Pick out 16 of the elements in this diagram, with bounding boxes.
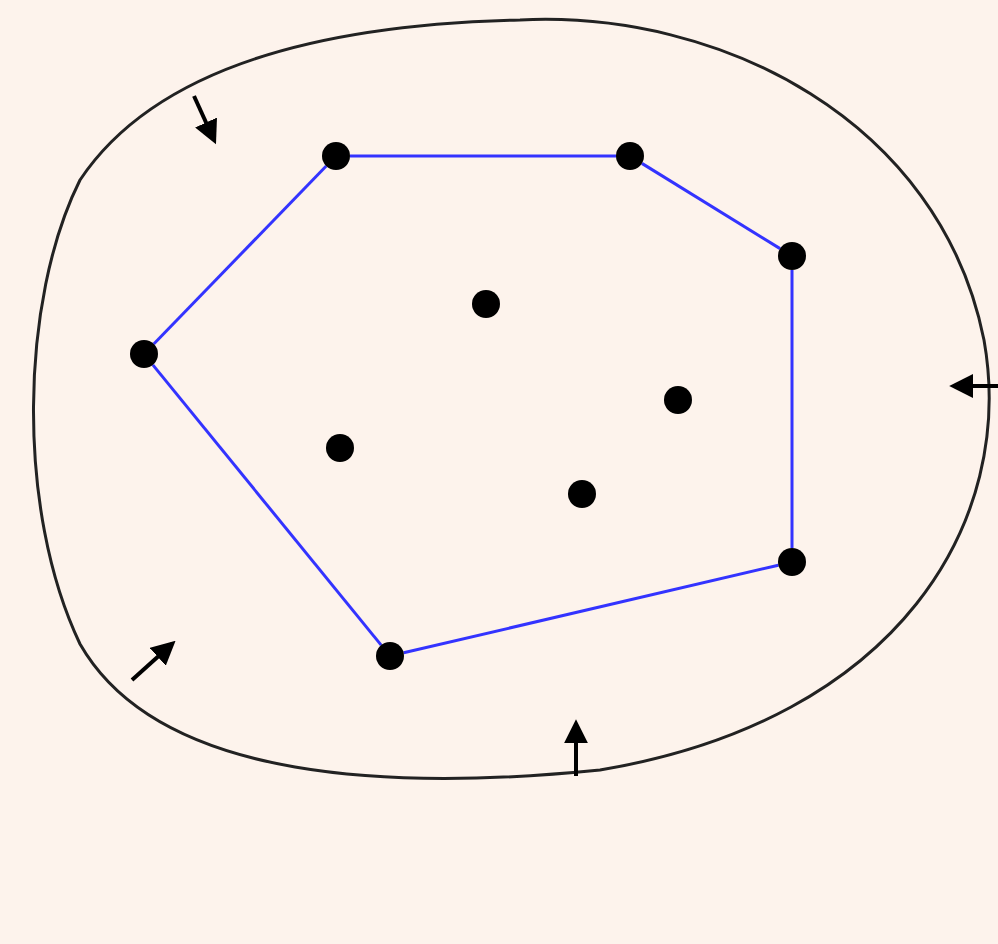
point-dot bbox=[326, 434, 354, 462]
point-dot bbox=[616, 142, 644, 170]
point-dot bbox=[778, 548, 806, 576]
hull-edge-line bbox=[350, 154, 616, 158]
hull-edge-line bbox=[790, 270, 794, 548]
point-dot bbox=[568, 480, 596, 508]
point-dot bbox=[376, 642, 404, 670]
hull-edge-line bbox=[641, 162, 781, 250]
point-dot bbox=[322, 142, 350, 170]
hull-edge-line bbox=[403, 563, 779, 655]
point-dot bbox=[664, 386, 692, 414]
point-dot bbox=[472, 290, 500, 318]
hull-edge-line bbox=[152, 165, 328, 345]
hull-edge-line bbox=[151, 363, 383, 647]
point-dot bbox=[130, 340, 158, 368]
point-dot bbox=[778, 242, 806, 270]
